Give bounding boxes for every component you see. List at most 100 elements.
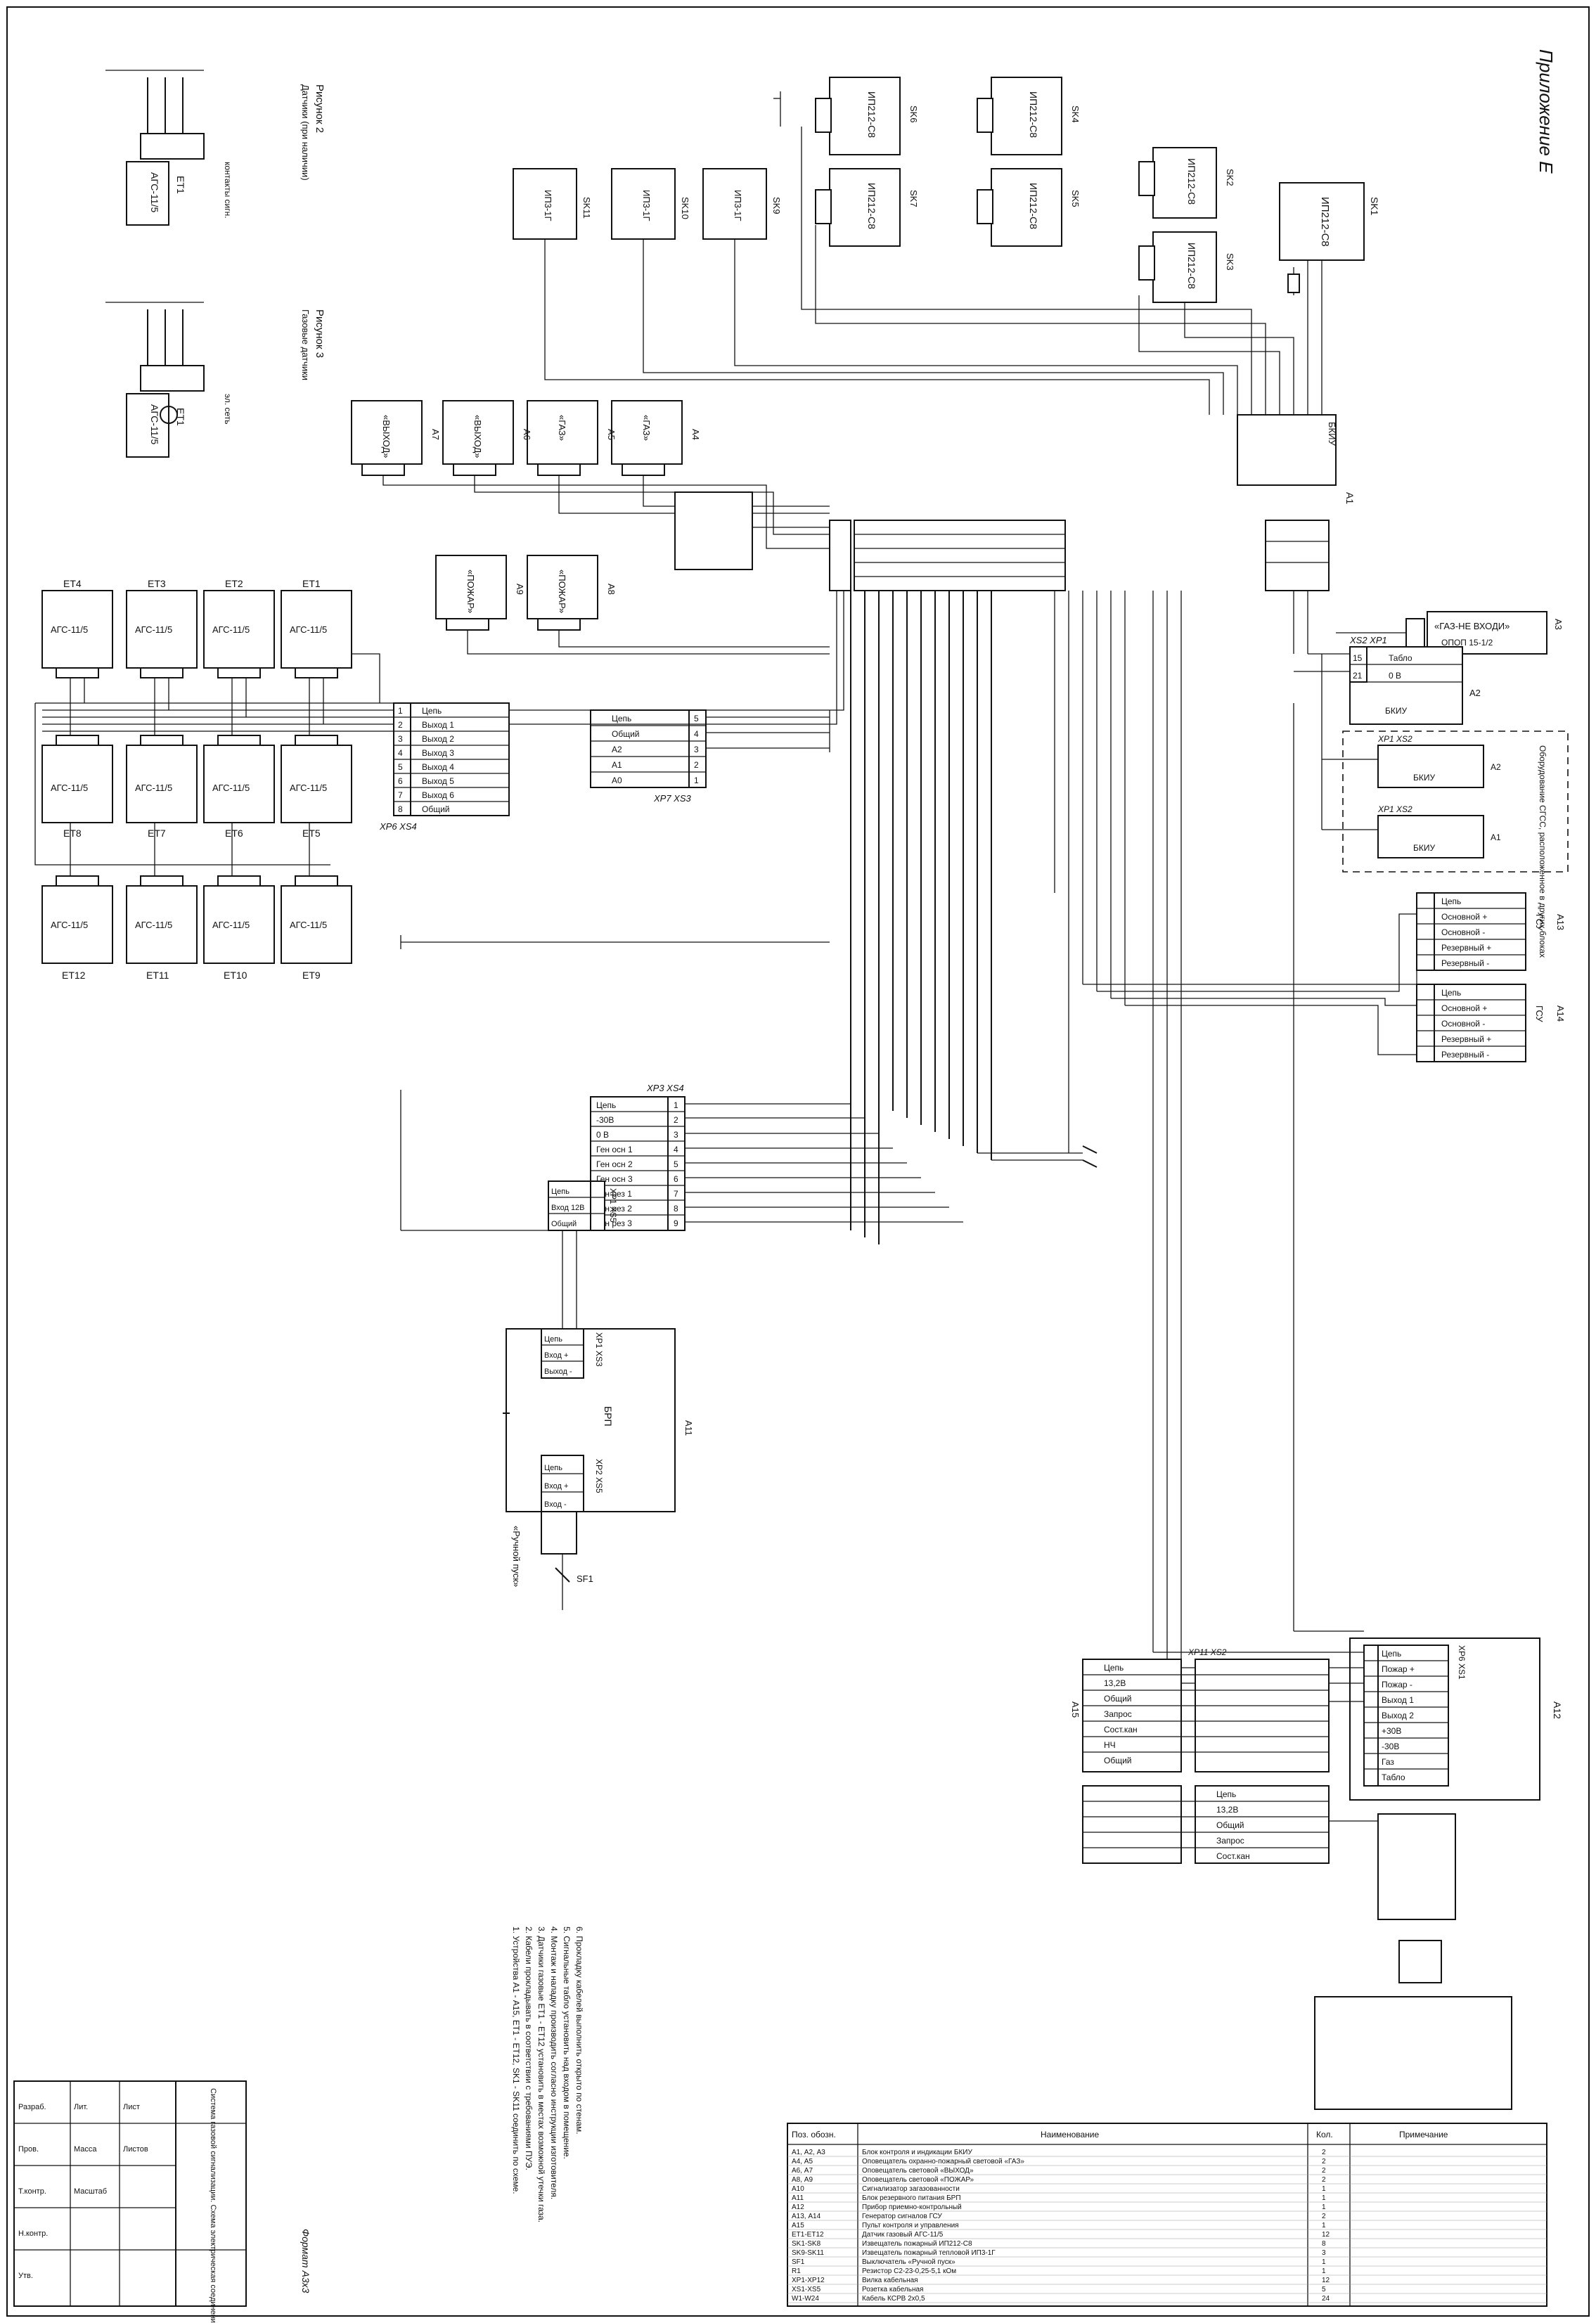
annunciator-a4: «ГАЗ» А4 (611, 400, 701, 465)
et8-model: АГС-11/5 (51, 783, 88, 793)
bom-row-pos: ЕТ1-ЕТ12 (792, 2231, 824, 2239)
bom-row-name: Прибор приемно-контрольный (862, 2203, 962, 2211)
bom-row-pos: А4, А5 (792, 2158, 813, 2166)
et12-model: АГС-11/5 (51, 920, 88, 930)
bom-row-name: Извещатель пожарный ИП212-С8 (862, 2240, 972, 2248)
sk6-model: ИП212-С8 (866, 91, 877, 138)
a15-ra-5: Сост.кан (1104, 1725, 1138, 1735)
a9-text: «ПОЖАР» (465, 570, 476, 613)
stamp-lit: Лит. (74, 2103, 88, 2111)
xp-a-label: ХР1 ХS2 (1377, 734, 1412, 744)
a1b-ref: А1 (1491, 832, 1501, 842)
bom-h-qty: Кол. (1316, 2130, 1333, 2139)
a5-ref: А5 (606, 429, 617, 440)
xp3-sig-3: 0 В (596, 1130, 609, 1140)
xs5-row-3: Общий (551, 1220, 577, 1228)
stamp-sheets: Листов (123, 2145, 148, 2154)
sgu-a13: Цепь Основной + Основной - Резервный + Р… (1083, 892, 1566, 992)
bom-row-name: Оповещатель световой «ВЫХОД» (862, 2167, 974, 2175)
annunciator-a6: «ВЫХОД» А6 (442, 400, 532, 465)
gas-sensor-row-1: ЕТ4 ЕТ3 ЕТ2 ЕТ1 АГС-11/5 АГС-11/5 АГС-11… (41, 578, 352, 669)
a13-row-4: Резервный + (1441, 943, 1491, 953)
block-a10 (674, 491, 830, 570)
xp6-sig-2: Выход 1 (422, 720, 454, 730)
annex-figure-2: АГС-11/5 ЕТ1 Рисунок 2 Датчики (при нали… (105, 70, 326, 226)
bom-row-name: Кабель КСРВ 2х0,5 (862, 2294, 925, 2303)
stamp-mass: Масса (74, 2145, 97, 2154)
bom-row-qty: 3 (1322, 2249, 1326, 2257)
et1-model: АГС-11/5 (290, 624, 327, 635)
switches-sf2-sf3 (977, 900, 1098, 1168)
bom-row-name: Вилка кабельная (862, 2276, 918, 2284)
xp7-pin-3: 3 (694, 745, 699, 754)
a14-row-1: Цепь (1441, 988, 1461, 998)
a12-ref: А12 (1552, 1701, 1563, 1719)
fig2-title: Рисунок 2 (314, 84, 326, 133)
xp7-sig-2: Общий (612, 729, 640, 739)
et11-ref: ЕТ11 (146, 970, 169, 981)
sk2-ref: SK2 (1225, 169, 1235, 186)
bom-row-pos: А12 (792, 2203, 804, 2211)
bom-row-pos: А1, А2, А3 (792, 2149, 825, 2156)
a4-ref: А4 (690, 429, 701, 440)
xp6-pin-1: 1 (398, 706, 403, 716)
gas-sensor-row-3: ЕТ12 ЕТ11 ЕТ10 ЕТ9 АГС-11/5 АГС-11/5 АГС… (41, 885, 352, 981)
a13-name: ГСУ (1534, 914, 1545, 931)
a12-xs: ХР6 ХS1 (1457, 1645, 1467, 1680)
xp6-sig-8: Общий (422, 804, 450, 814)
a7-text: «ВЫХОД» (381, 415, 392, 458)
et1-ref: ЕТ1 (302, 578, 321, 589)
et2-model: АГС-11/5 (212, 624, 250, 635)
bom-row-name: Оповещатель световой «ПОЖАР» (862, 2176, 974, 2184)
stamp-role-3: Т.контр. (18, 2187, 46, 2196)
xp3-pin-6: 6 (674, 1174, 678, 1184)
xp6-label: ХР6 ХS4 (379, 821, 417, 832)
other-blocks-note: Оборудование СГСС, расположенное в други… (1538, 745, 1547, 958)
bom-row-qty: 2 (1322, 2213, 1326, 2220)
annex-figure-3: АГС-11/5 ЕТ1 Рисунок 3 Газовые датчики э… (105, 302, 326, 458)
a11-xp2: ХР2 ХS5 (594, 1459, 604, 1493)
a11-r1-1: Цепь (544, 1335, 562, 1344)
xp3-sig-5: Ген осн 2 (596, 1159, 633, 1169)
sk11-model: ИП3-1Г (543, 190, 553, 221)
sensor-sk6: ИП212-С8 SK6 (829, 77, 919, 155)
xp6-pin-2: 2 (398, 720, 403, 730)
a11-r2-3: Вход - (544, 1500, 567, 1509)
xs5-label: ХР1 ХS5 (608, 1188, 618, 1223)
et9-ref: ЕТ9 (302, 970, 321, 981)
sk7-model: ИП212-С8 (866, 183, 877, 229)
bom-row-qty: 5 (1322, 2286, 1326, 2293)
a14-ref: А14 (1555, 1005, 1566, 1022)
a14-row-5: Резервный - (1441, 1050, 1489, 1060)
a15-rb-3: Общий (1216, 1820, 1244, 1830)
sgu-a14: Цепь Основной + Основной - Резервный + Р… (1111, 984, 1566, 1062)
xp3-pin-7: 7 (674, 1189, 678, 1199)
legend-note: 1. Устройства А1 - А15, ЕТ1 - ЕТ12, SK1 … (511, 1926, 521, 2194)
a13-row-1: Цепь (1441, 896, 1461, 906)
a2-pin-1: 15 (1353, 653, 1363, 663)
et2-ref: ЕТ2 (225, 578, 243, 589)
bom-row-name: Резистор С2-23-0,25-5,1 кОм (862, 2267, 956, 2275)
bom-h-pos: Поз. обозн. (792, 2130, 836, 2139)
xp3-pin-3: 3 (674, 1130, 678, 1140)
bom-row-qty: 1 (1322, 2222, 1326, 2229)
sk4-ref: SK4 (1070, 105, 1081, 123)
xp3-pin-2: 2 (674, 1115, 678, 1125)
annunciator-terminals (361, 463, 830, 655)
a7-ref: А7 (430, 429, 441, 440)
a9-ref: А9 (515, 584, 525, 595)
bom-row-qty: 1 (1322, 2185, 1326, 2193)
bom-row-name: Блок резервного питания БРП (862, 2194, 961, 2202)
sheet-border (6, 6, 1590, 2317)
annex-et-1: ЕТ1 (175, 176, 186, 194)
bom-row-qty: 8 (1322, 2240, 1326, 2248)
fig3-caption: Газовые датчики (300, 309, 311, 380)
bom-row-qty: 24 (1322, 2295, 1330, 2303)
annex-et-2: ЕТ1 (175, 408, 186, 426)
annunciator-a5: «ГАЗ» А5 (527, 400, 617, 465)
xp6-sig-7: Выход 6 (422, 790, 454, 800)
sk2-model: ИП212-С8 (1186, 158, 1197, 205)
a15-ra-7: Общий (1104, 1756, 1132, 1765)
xp3-sig-1: Цепь (596, 1100, 616, 1110)
sensor-pin-blocks (815, 98, 1155, 281)
